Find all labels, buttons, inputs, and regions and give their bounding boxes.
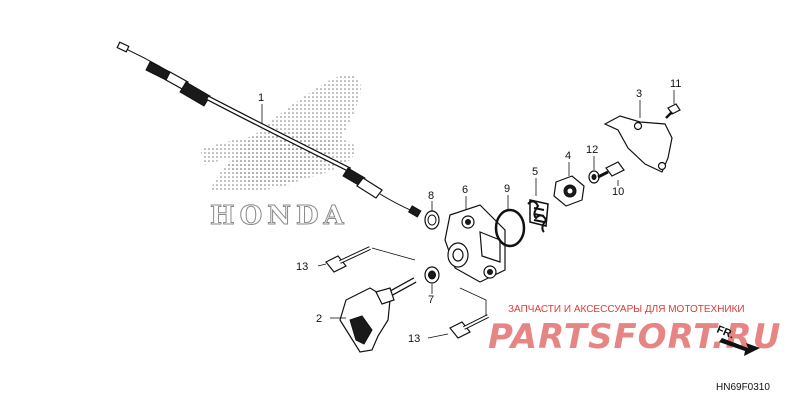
watermark: ЗАПЧАСТИ И АКСЕССУАРЫ ДЛЯ МОТОТЕХНИКИ PA… bbox=[488, 304, 781, 357]
throttle-arm-part-4 bbox=[553, 175, 585, 207]
diagram-code: HN69F0310 bbox=[716, 382, 770, 393]
throttle-cable bbox=[116, 41, 422, 218]
callout-9: 9 bbox=[504, 183, 510, 195]
callout-8: 8 bbox=[428, 190, 434, 202]
arrow-icon bbox=[719, 338, 760, 356]
callout-11: 11 bbox=[670, 78, 681, 90]
return-spring-part-5 bbox=[527, 199, 549, 233]
callout-2: 2 bbox=[316, 313, 322, 325]
callout-6: 6 bbox=[462, 184, 468, 196]
seal-part-7 bbox=[424, 266, 440, 284]
throttle-housing-part-6 bbox=[444, 204, 506, 283]
callout-12: 12 bbox=[586, 144, 598, 156]
honda-logo-text: HONDA bbox=[210, 201, 349, 231]
callout-5: 5 bbox=[532, 166, 538, 178]
callout-13-upper: 13 bbox=[296, 261, 308, 273]
callout-7: 7 bbox=[428, 294, 434, 306]
o-ring-part-8 bbox=[424, 210, 440, 230]
callout-1: 1 bbox=[258, 92, 264, 104]
screw-part-10 bbox=[597, 161, 625, 179]
cover-plate-part-3 bbox=[603, 115, 673, 173]
watermark-brand: PARTSFORT.RU bbox=[488, 317, 781, 357]
callout-13-lower: 13 bbox=[408, 333, 420, 345]
honda-wing-logo: HONDA bbox=[200, 75, 361, 232]
o-ring-part-9 bbox=[494, 208, 526, 248]
watermark-tagline: ЗАПЧАСТИ И АКСЕССУАРЫ ДЛЯ МОТОТЕХНИКИ bbox=[508, 304, 745, 315]
callout-4: 4 bbox=[565, 150, 571, 162]
callout-3: 3 bbox=[636, 88, 642, 100]
leader-lines bbox=[261, 90, 675, 339]
callout-10: 10 bbox=[612, 186, 624, 198]
bolt-part-13-upper bbox=[325, 246, 371, 273]
screw-part-11 bbox=[665, 103, 681, 119]
washer-part-12 bbox=[588, 170, 600, 184]
throttle-lever-part-2 bbox=[339, 277, 417, 353]
bolt-part-13-lower bbox=[449, 314, 489, 339]
callout-numbers: 1 2 3 4 5 6 7 8 9 10 11 12 13 13 bbox=[258, 78, 681, 345]
